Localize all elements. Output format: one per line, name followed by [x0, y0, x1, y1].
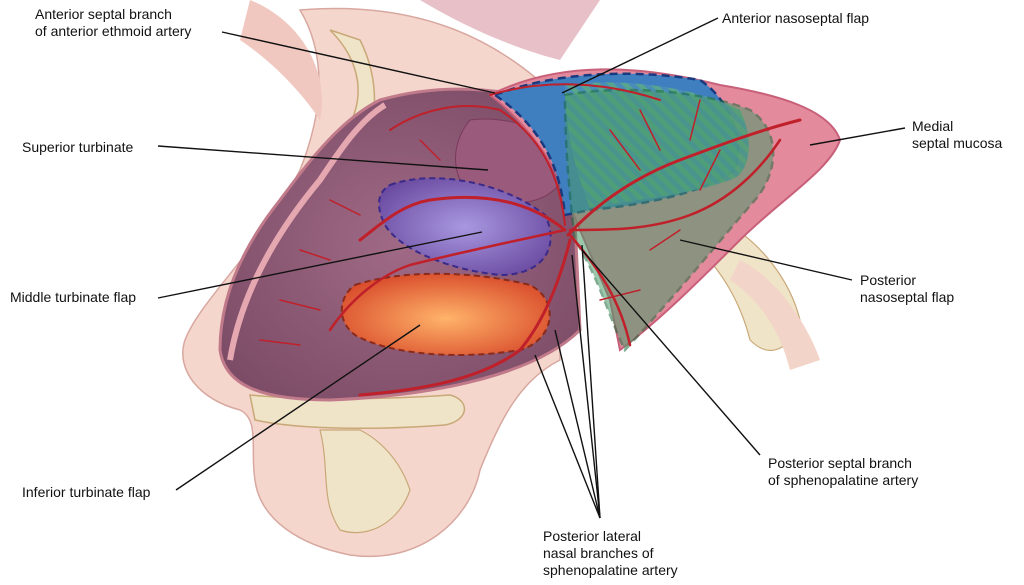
label-superior-turbinate: Superior turbinate [22, 139, 134, 155]
leader-lines [157, 17, 906, 519]
label-anterior-nasoseptal-flap: Anterior nasoseptal flap [722, 10, 870, 26]
label-medial-septal-mucosa: Medial septal mucosa [912, 118, 1003, 151]
posterior-nasoseptal-flap-region [563, 88, 775, 353]
label-posterior-lateral-nasal-branches: Posterior lateral nasal branches of sphe… [543, 528, 678, 578]
label-posterior-nasoseptal-flap: Posterior nasoseptal flap [860, 272, 955, 305]
label-anterior-septal-branch: Anterior septal branch of anterior ethmo… [35, 6, 192, 39]
label-posterior-septal-branch: Posterior septal branch of sphenopalatin… [768, 455, 919, 488]
blood-vessels [259, 83, 802, 397]
label-inferior-turbinate-flap: Inferior turbinate flap [22, 484, 151, 500]
label-middle-turbinate-flap: Middle turbinate flap [10, 289, 137, 305]
